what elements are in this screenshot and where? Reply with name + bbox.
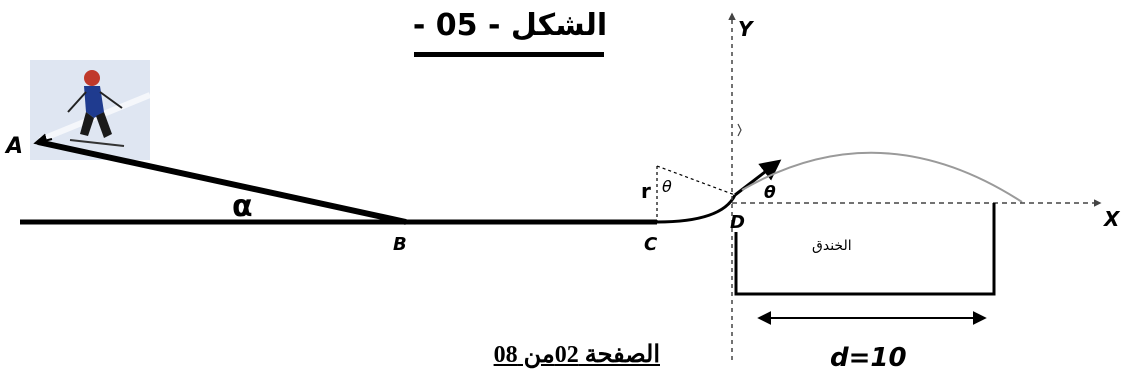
label-a: A: [4, 134, 23, 159]
point-a-arrow: [33, 133, 53, 148]
label-radius: r: [641, 179, 651, 203]
trench-outline: [734, 203, 996, 296]
figure-title: الشكل - 05 -: [412, 8, 608, 43]
y-axis-tick: [737, 123, 742, 137]
label-y-axis: Y: [738, 17, 755, 41]
label-alpha: α: [232, 189, 253, 224]
label-d: D: [730, 212, 745, 233]
trajectory-arc: [741, 151, 1023, 203]
curve-cd: [656, 194, 737, 224]
label-x-axis: X: [1102, 207, 1121, 231]
label-trench: الخندق: [812, 238, 852, 254]
incline-ab: [37, 139, 407, 225]
radius-diagonal: [656, 165, 736, 196]
label-distance: d=10: [830, 343, 907, 373]
label-b: B: [393, 234, 407, 255]
label-theta-launch: θ: [764, 183, 776, 203]
label-theta-arc: θ: [662, 177, 672, 196]
page-footer: الصفحة 02من 08: [493, 342, 660, 368]
label-c: C: [644, 234, 658, 255]
figure-title-underline: [414, 52, 604, 57]
